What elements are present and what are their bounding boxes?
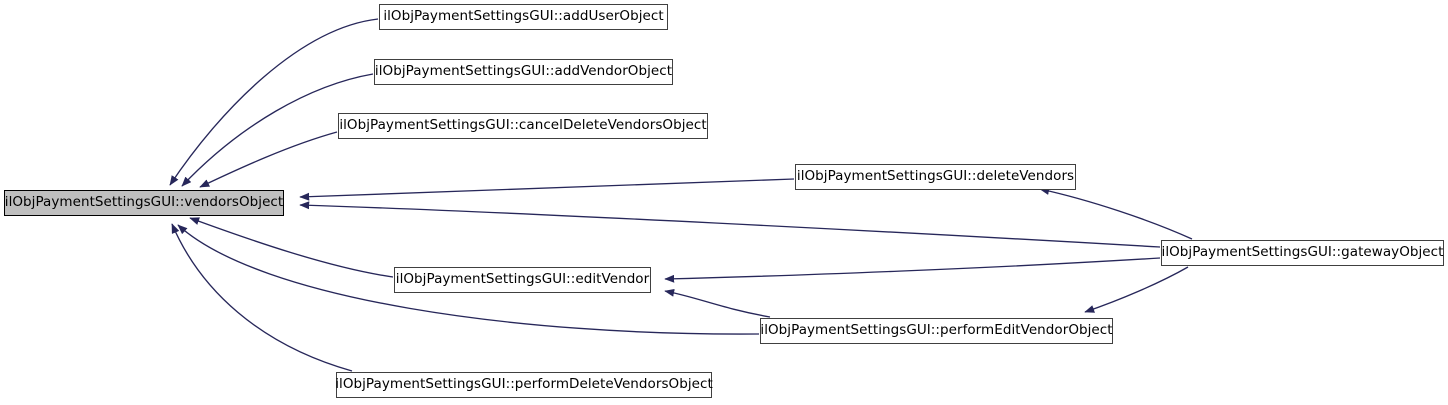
- edge-cancelDeleteVendorsObject-to-vendorsObject: [199, 131, 338, 188]
- edge-addUserObject-to-vendorsObject: [169, 18, 379, 186]
- node-addVendorObject[interactable]: ilObjPaymentSettingsGUI::addVendorObject: [374, 59, 673, 85]
- node-label: ilObjPaymentSettingsGUI::cancelDeleteVen…: [339, 117, 707, 134]
- node-label: ilObjPaymentSettingsGUI::addVendorObject: [374, 63, 673, 80]
- node-editVendor[interactable]: ilObjPaymentSettingsGUI::editVendor: [394, 267, 651, 293]
- node-label: ilObjPaymentSettingsGUI::performDeleteVe…: [335, 376, 713, 393]
- node-performDeleteVendorsObject[interactable]: ilObjPaymentSettingsGUI::performDeleteVe…: [335, 372, 713, 398]
- edge-deleteVendors-to-vendorsObject: [299, 178, 795, 201]
- node-label: ilObjPaymentSettingsGUI::gatewayObject: [1161, 244, 1444, 261]
- edge-gatewayObject-to-editVendor: [664, 257, 1161, 283]
- node-label: ilObjPaymentSettingsGUI::deleteVendors: [796, 168, 1075, 185]
- edge-editVendor-to-vendorsObject: [189, 217, 394, 278]
- node-label: ilObjPaymentSettingsGUI::addUserObject: [383, 8, 664, 25]
- node-deleteVendors[interactable]: ilObjPaymentSettingsGUI::deleteVendors: [795, 164, 1076, 190]
- edge-performDeleteVendorsObject-to-vendorsObject: [171, 223, 353, 372]
- edge-gatewayObject-to-vendorsObject: [299, 201, 1161, 248]
- node-addUserObject[interactable]: ilObjPaymentSettingsGUI::addUserObject: [379, 4, 668, 30]
- edge-gatewayObject-to-performEditVendorObject: [1084, 266, 1189, 313]
- node-label: ilObjPaymentSettingsGUI::editVendor: [395, 271, 650, 288]
- edge-gatewayObject-to-deleteVendors: [1039, 187, 1193, 240]
- edge-performEditVendorObject-to-editVendor: [664, 288, 771, 318]
- node-gatewayObject[interactable]: ilObjPaymentSettingsGUI::gatewayObject: [1161, 240, 1444, 266]
- node-vendorsObject[interactable]: ilObjPaymentSettingsGUI::vendorsObject: [4, 190, 284, 216]
- node-label: ilObjPaymentSettingsGUI::performEditVend…: [760, 322, 1113, 339]
- node-cancelDeleteVendorsObject[interactable]: ilObjPaymentSettingsGUI::cancelDeleteVen…: [338, 113, 708, 139]
- node-label: ilObjPaymentSettingsGUI::vendorsObject: [4, 194, 284, 211]
- node-performEditVendorObject[interactable]: ilObjPaymentSettingsGUI::performEditVend…: [760, 318, 1113, 344]
